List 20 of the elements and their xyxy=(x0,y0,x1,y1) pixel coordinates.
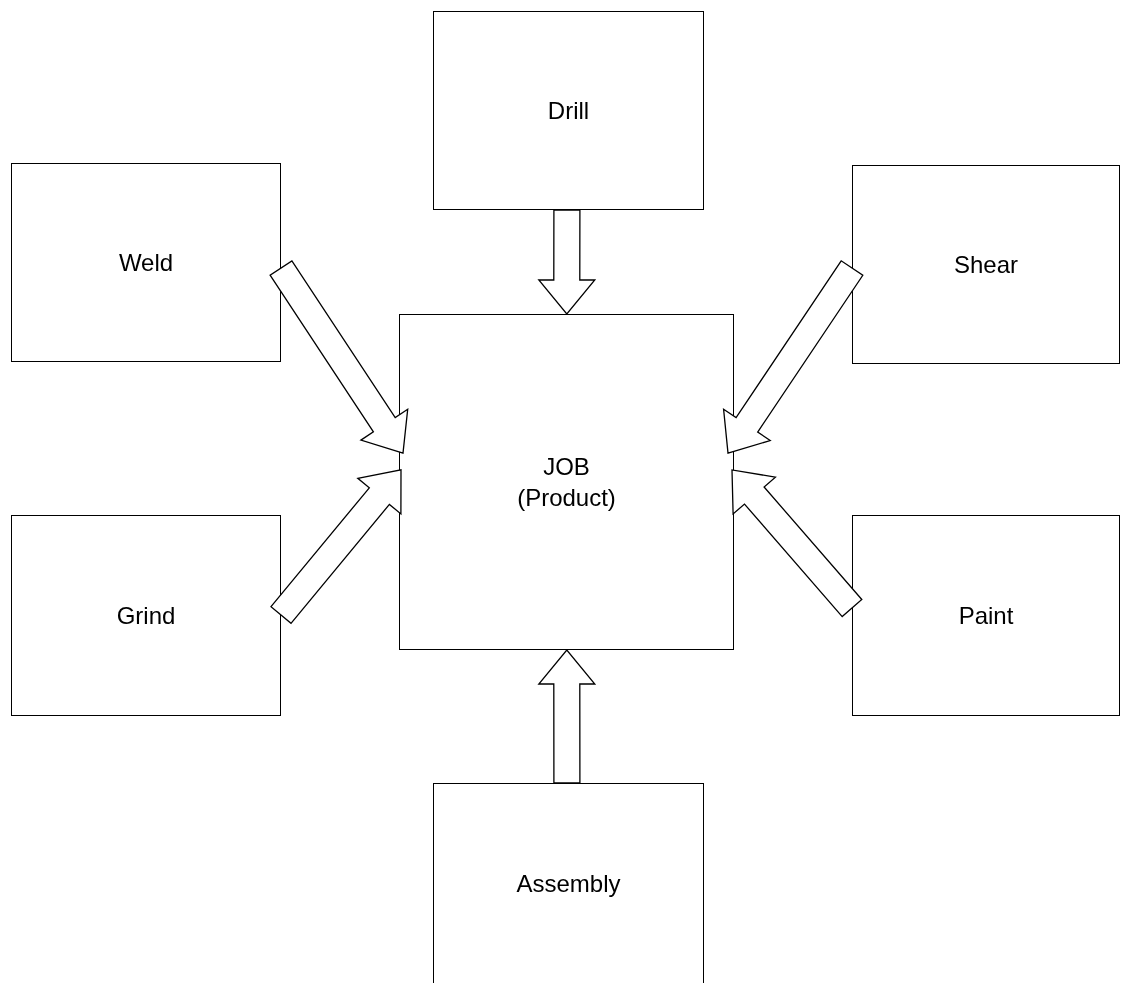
process-box xyxy=(852,515,1120,716)
box-label: Assembly xyxy=(515,868,622,899)
block-arrow xyxy=(722,259,864,454)
block-arrow xyxy=(537,209,597,316)
box-label: JOB (Product) xyxy=(516,451,617,513)
box-label: Paint xyxy=(957,600,1015,631)
process-box xyxy=(399,314,734,650)
block-arrow xyxy=(270,469,402,625)
box-label: Shear xyxy=(952,249,1019,280)
process-box xyxy=(11,163,281,362)
process-box xyxy=(852,165,1120,364)
process-box xyxy=(433,11,704,210)
box-label: Weld xyxy=(117,247,175,278)
process-box xyxy=(11,515,281,716)
box-label: Grind xyxy=(115,600,177,631)
box-label: Drill xyxy=(546,95,591,126)
process-box xyxy=(433,783,704,983)
block-arrow xyxy=(537,648,597,784)
block-arrow xyxy=(269,260,409,454)
block-arrow xyxy=(731,469,863,618)
